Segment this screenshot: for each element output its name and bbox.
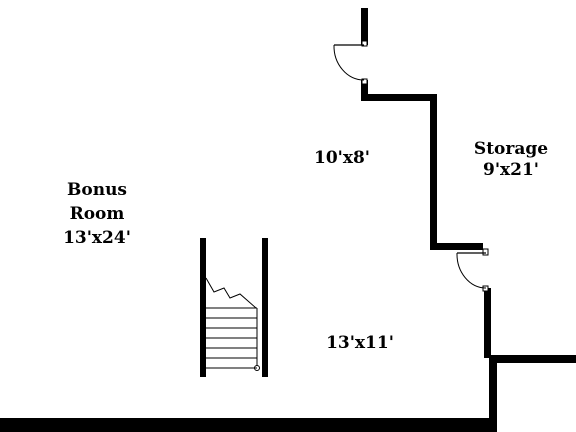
- storage-wall-top-segment: [361, 8, 368, 45]
- bonus-room-dimensions: 13'x24': [63, 228, 131, 248]
- stair-newel-post: [254, 365, 260, 371]
- room-labels: Bonus Room 13'x24' 10'x8' Storage 9'x21'…: [63, 139, 548, 353]
- stair-wall-right: [262, 238, 268, 377]
- storage-door-jamb-top: [482, 248, 489, 256]
- storage-wall-door-post: [484, 288, 491, 358]
- upper-door: [333, 40, 368, 85]
- lower-area-dimensions: 13'x11': [326, 333, 394, 353]
- bonus-room-name-line1: Bonus: [67, 180, 127, 200]
- storage-door-jamb-bottom: [482, 285, 489, 292]
- stair-wall-left: [200, 238, 206, 377]
- storage-door-swing-arc: [456, 252, 487, 289]
- upper-door-swing-arc: [333, 44, 365, 81]
- stair-break-line: [205, 277, 257, 309]
- storage-wall-bottom-horizontal: [430, 243, 483, 250]
- lower-right-wall-vertical: [489, 355, 497, 432]
- lower-right-wall-horizontal: [489, 355, 576, 363]
- storage-wall-lower-stub: [361, 80, 368, 101]
- walls: [0, 8, 576, 432]
- storage-wall-step-horizontal: [361, 94, 437, 101]
- storage-room-name: Storage: [474, 139, 548, 159]
- staircase: [200, 238, 268, 377]
- storage-wall-long-vertical: [430, 94, 437, 250]
- storage-door: [456, 248, 489, 292]
- upper-door-jamb-top: [361, 40, 368, 47]
- bottom-exterior-wall: [0, 418, 497, 432]
- bonus-room-name-line2: Room: [70, 204, 125, 224]
- storage-room-dimensions: 9'x21': [483, 160, 539, 180]
- upper-hall-dimensions: 10'x8': [314, 148, 370, 168]
- upper-door-jamb-bottom: [361, 78, 368, 85]
